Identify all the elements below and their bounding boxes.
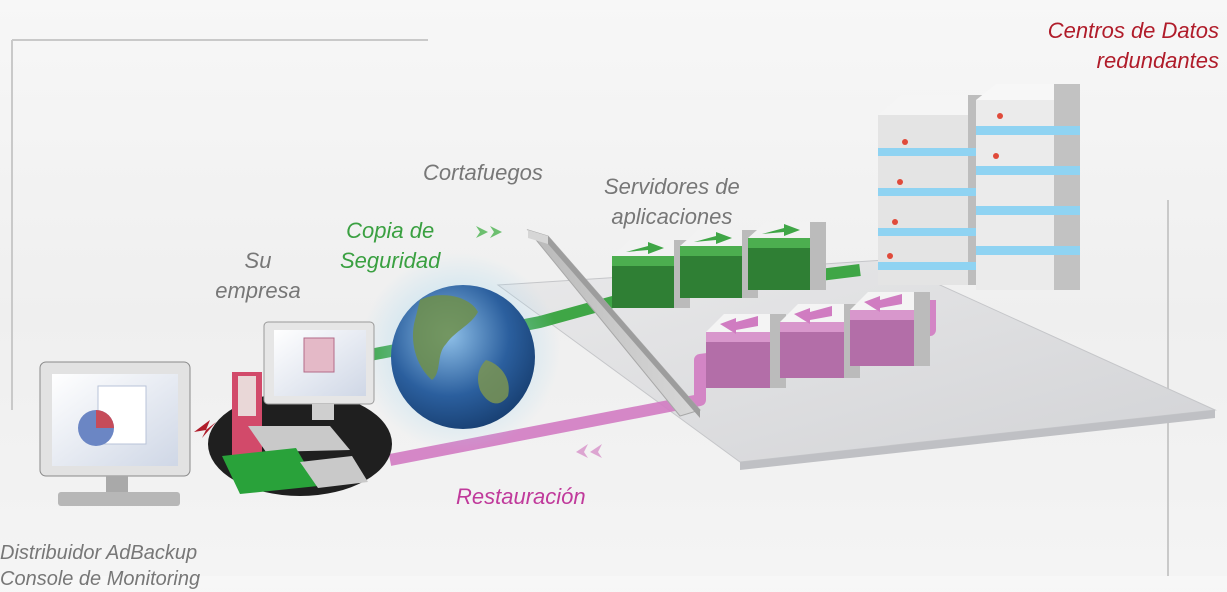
app-server-pink-1 xyxy=(706,314,786,388)
datacenters-label: Centros de Datos redundantes xyxy=(1048,16,1219,76)
app-servers-label-line1: Servidores de xyxy=(604,174,740,199)
distributor-label: Distribuidor AdBackup Console de Monitor… xyxy=(0,540,200,592)
datacenters-label-line1: Centros de Datos xyxy=(1047,18,1219,43)
app-server-pink-3 xyxy=(850,292,930,366)
company-label-line1: Su xyxy=(244,248,272,273)
restore-chevron-icon xyxy=(576,444,602,458)
app-server-green-3 xyxy=(748,222,826,290)
app-server-pink-2 xyxy=(780,304,860,378)
app-server-green-1 xyxy=(612,240,690,308)
restore-label: Restauración xyxy=(456,484,586,509)
company-computer xyxy=(208,321,392,496)
distributor-console xyxy=(39,361,191,506)
company-label-line2: empresa xyxy=(215,278,301,303)
backup-chevron-icon xyxy=(476,226,502,238)
datacenters-label-line2: redundantes xyxy=(1096,48,1219,73)
backup-label-line2: Seguridad xyxy=(340,248,441,273)
firewall-label: Cortafuegos xyxy=(423,160,543,185)
globe-icon xyxy=(391,285,535,429)
app-server-green-2 xyxy=(680,230,758,298)
app-servers-label: Servidores de aplicaciones xyxy=(604,172,740,232)
backup-label-line1: Copia de xyxy=(346,218,435,243)
app-servers-label-line2: aplicaciones xyxy=(611,204,733,229)
company-label: Su empresa xyxy=(203,246,313,306)
backup-label: Copia de Seguridad xyxy=(340,216,440,276)
monitoring-arrow-icon xyxy=(194,420,216,438)
backup-diagram: Centros de Datos redundantes Cortafuegos… xyxy=(0,16,1219,590)
frame-lines xyxy=(11,39,1169,576)
firewall-wall xyxy=(526,229,701,418)
datacenter-tower-right xyxy=(976,84,1080,290)
distributor-label-line2: Console de Monitoring xyxy=(0,568,201,590)
diagram-graphics xyxy=(11,39,1217,576)
distributor-label-line1: Distribuidor AdBackup xyxy=(0,542,198,564)
datacenter-tower-left xyxy=(878,95,992,285)
